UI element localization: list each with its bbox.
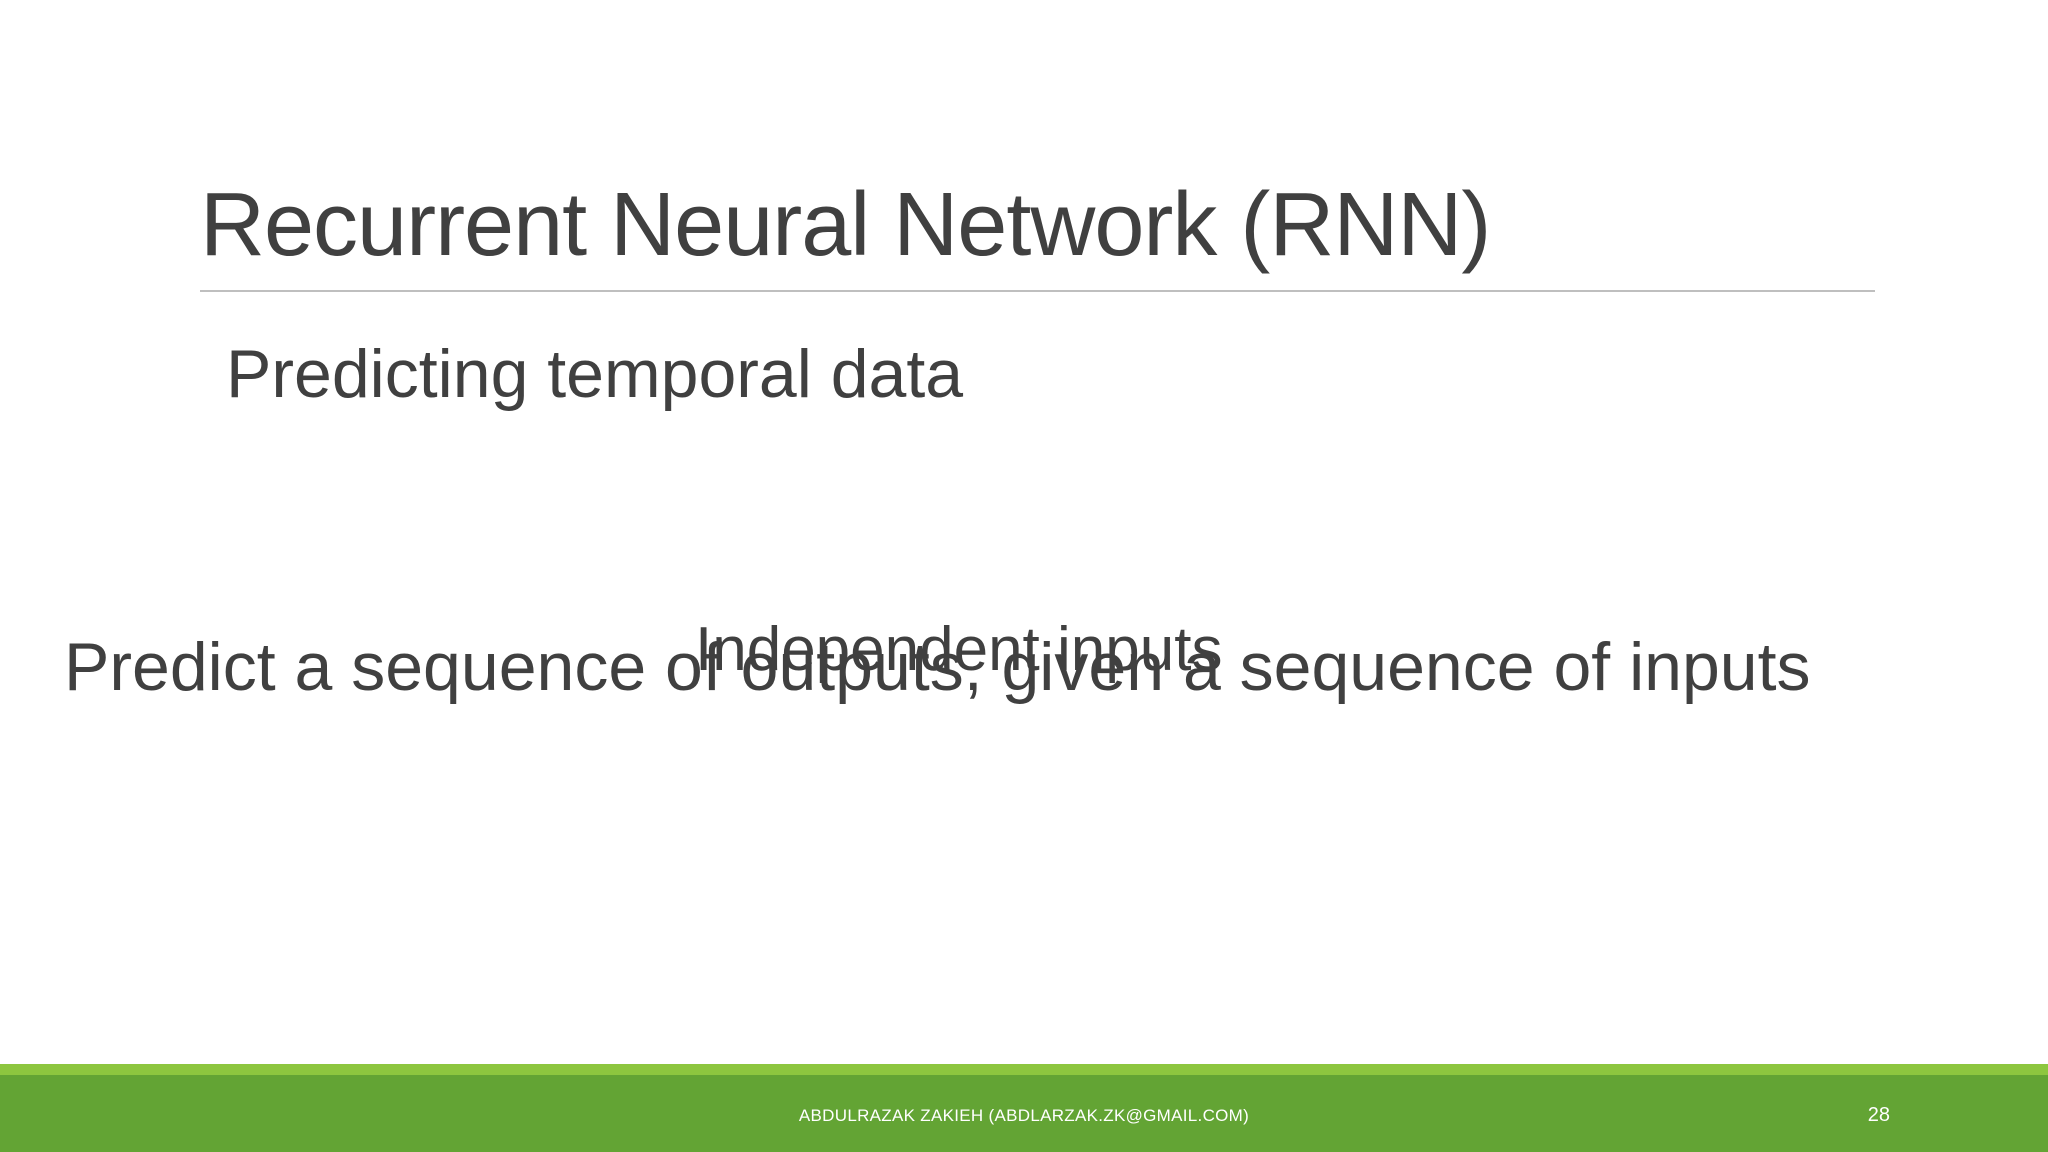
title-divider (200, 290, 1875, 292)
page-number: 28 (1867, 1104, 1890, 1126)
footer-bar (0, 1075, 2048, 1152)
overlay-text: Independent inputs (695, 615, 1223, 684)
slide-subtitle: Predicting temporal data (226, 336, 964, 412)
body-text: Predict a sequence of outputs, given a s… (64, 629, 1811, 705)
footer-author: ABDULRAZAK ZAKIEH (ABDLARZAK.ZK@GMAIL.CO… (798, 1106, 1250, 1125)
slide-title: Recurrent Neural Network (RNN) (200, 175, 1491, 275)
footer-accent-stripe (0, 1064, 2048, 1075)
